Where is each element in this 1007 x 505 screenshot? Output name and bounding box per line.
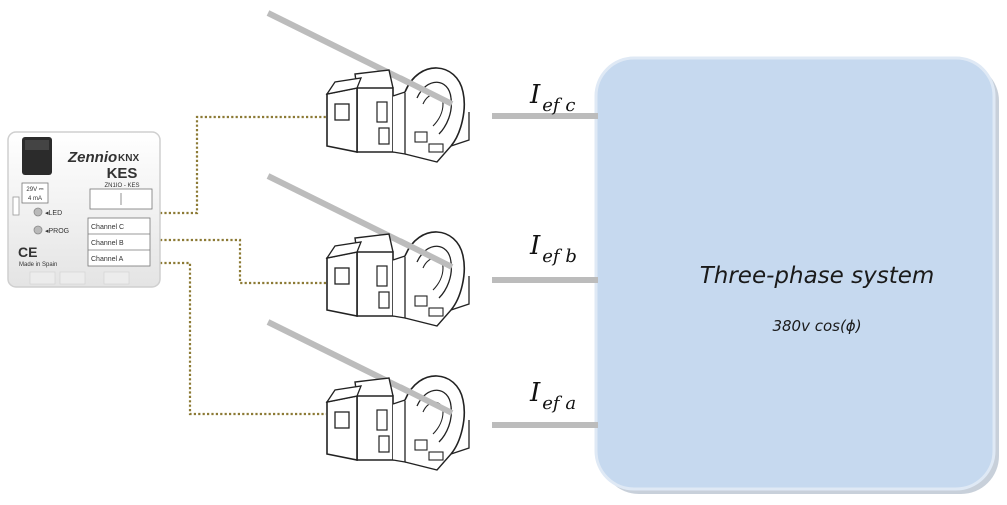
system-title: Three-phase system xyxy=(700,263,935,289)
origin-label: Made in Spain xyxy=(19,262,57,268)
channel-b-label: Channel B xyxy=(91,240,124,247)
current-clamp-a xyxy=(326,375,470,471)
kes-energy-meter-device: Zennio KNX KES ZN1IO - KES 29V ⎓ 4 mA ◂L… xyxy=(7,131,161,288)
system-specs: 380v cos(ϕ) xyxy=(772,317,861,335)
three-phase-system: Three-phase system 380v cos(ϕ) xyxy=(594,56,999,494)
signal-cable-c xyxy=(160,115,326,215)
signal-cables xyxy=(160,115,326,416)
conductor-overlays xyxy=(398,75,454,416)
current-clamp-b xyxy=(326,231,470,327)
led-indicator xyxy=(33,207,43,217)
prog-label: ◂PROG xyxy=(45,228,69,235)
prog-button[interactable] xyxy=(33,225,43,235)
device-code: ZN1IO - KES xyxy=(104,183,139,189)
channel-terminals: Channel C Channel B Channel A xyxy=(87,217,151,267)
signal-cable-b xyxy=(160,238,326,285)
device-brand: Zennio xyxy=(67,149,117,166)
ce-mark: CE xyxy=(18,244,37,260)
device-model: KES xyxy=(107,165,138,182)
channel-a-label: Channel A xyxy=(91,256,124,263)
current-rating: 4 mA xyxy=(28,196,42,202)
power-rating: 29V ⎓ xyxy=(26,187,43,193)
signal-cable-a xyxy=(160,261,326,416)
knx-logo: KNX xyxy=(118,153,139,164)
led-label: ◂LED xyxy=(45,210,62,217)
current-clamp-c xyxy=(326,67,470,163)
channel-c-label: Channel C xyxy=(91,224,124,231)
